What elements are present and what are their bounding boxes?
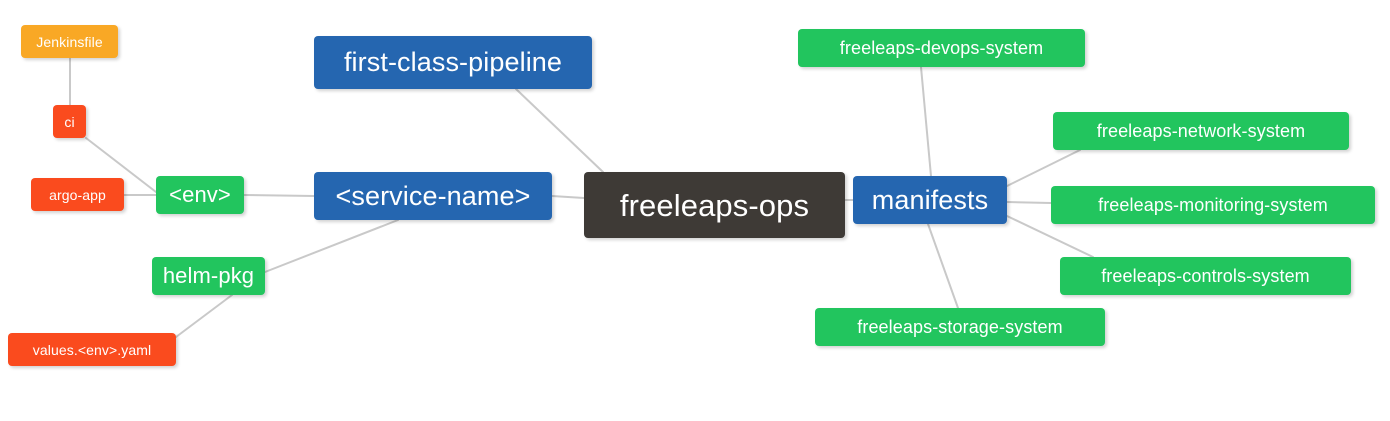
node-label: helm-pkg [162, 263, 255, 288]
node-label: values.<env>.yaml [32, 341, 152, 358]
edge-values-env-yaml-to-helm-pkg [175, 294, 233, 338]
node-label: freeleaps-network-system [1096, 121, 1306, 141]
node-label: manifests [871, 184, 989, 215]
node-label: freeleaps-monitoring-system [1098, 195, 1328, 215]
edge-manifests-to-freeleaps-devops-system [920, 66, 932, 177]
node-jenkinsfile[interactable]: Jenkinsfile [21, 25, 118, 58]
node-service-name[interactable]: <service-name> [314, 172, 552, 220]
node-manifests[interactable]: manifests [853, 176, 1007, 224]
node-label: freeleaps-ops [619, 187, 810, 223]
node-label: <service-name> [335, 180, 531, 211]
edge-manifests-to-freeleaps-monitoring-system [1006, 201, 1052, 204]
node-label: freeleaps-controls-system [1101, 266, 1310, 286]
node-freeleaps-devops-system[interactable]: freeleaps-devops-system [798, 29, 1085, 67]
node-label: freeleaps-devops-system [839, 38, 1044, 58]
node-label: argo-app [49, 186, 106, 203]
node-values-env-yaml[interactable]: values.<env>.yaml [8, 333, 176, 366]
node-label: first-class-pipeline [343, 47, 563, 77]
node-label: <env> [169, 182, 231, 207]
edge-env-to-service-name [243, 194, 315, 197]
node-first-class-pipeline[interactable]: first-class-pipeline [314, 36, 592, 89]
node-freeleaps-monitoring-system[interactable]: freeleaps-monitoring-system [1051, 186, 1375, 224]
node-label: Jenkinsfile [36, 33, 103, 50]
node-freeleaps-ops[interactable]: freeleaps-ops [584, 172, 845, 238]
node-helm-pkg[interactable]: helm-pkg [152, 257, 265, 295]
edge-helm-pkg-to-service-name [264, 219, 399, 273]
node-argo-app[interactable]: argo-app [31, 178, 124, 211]
node-label: ci [64, 113, 75, 130]
node-env[interactable]: <env> [156, 176, 244, 214]
node-freeleaps-storage-system[interactable]: freeleaps-storage-system [815, 308, 1105, 346]
edge-manifests-to-freeleaps-storage-system [927, 223, 959, 309]
node-freeleaps-network-system[interactable]: freeleaps-network-system [1053, 112, 1349, 150]
edge-first-class-pipeline-to-freeleaps-ops [515, 88, 604, 173]
edge-manifests-to-freeleaps-network-system [1006, 149, 1081, 187]
node-freeleaps-controls-system[interactable]: freeleaps-controls-system [1060, 257, 1351, 295]
node-ci[interactable]: ci [53, 105, 86, 138]
edge-service-name-to-freeleaps-ops [551, 195, 585, 199]
node-label: freeleaps-storage-system [857, 317, 1063, 337]
